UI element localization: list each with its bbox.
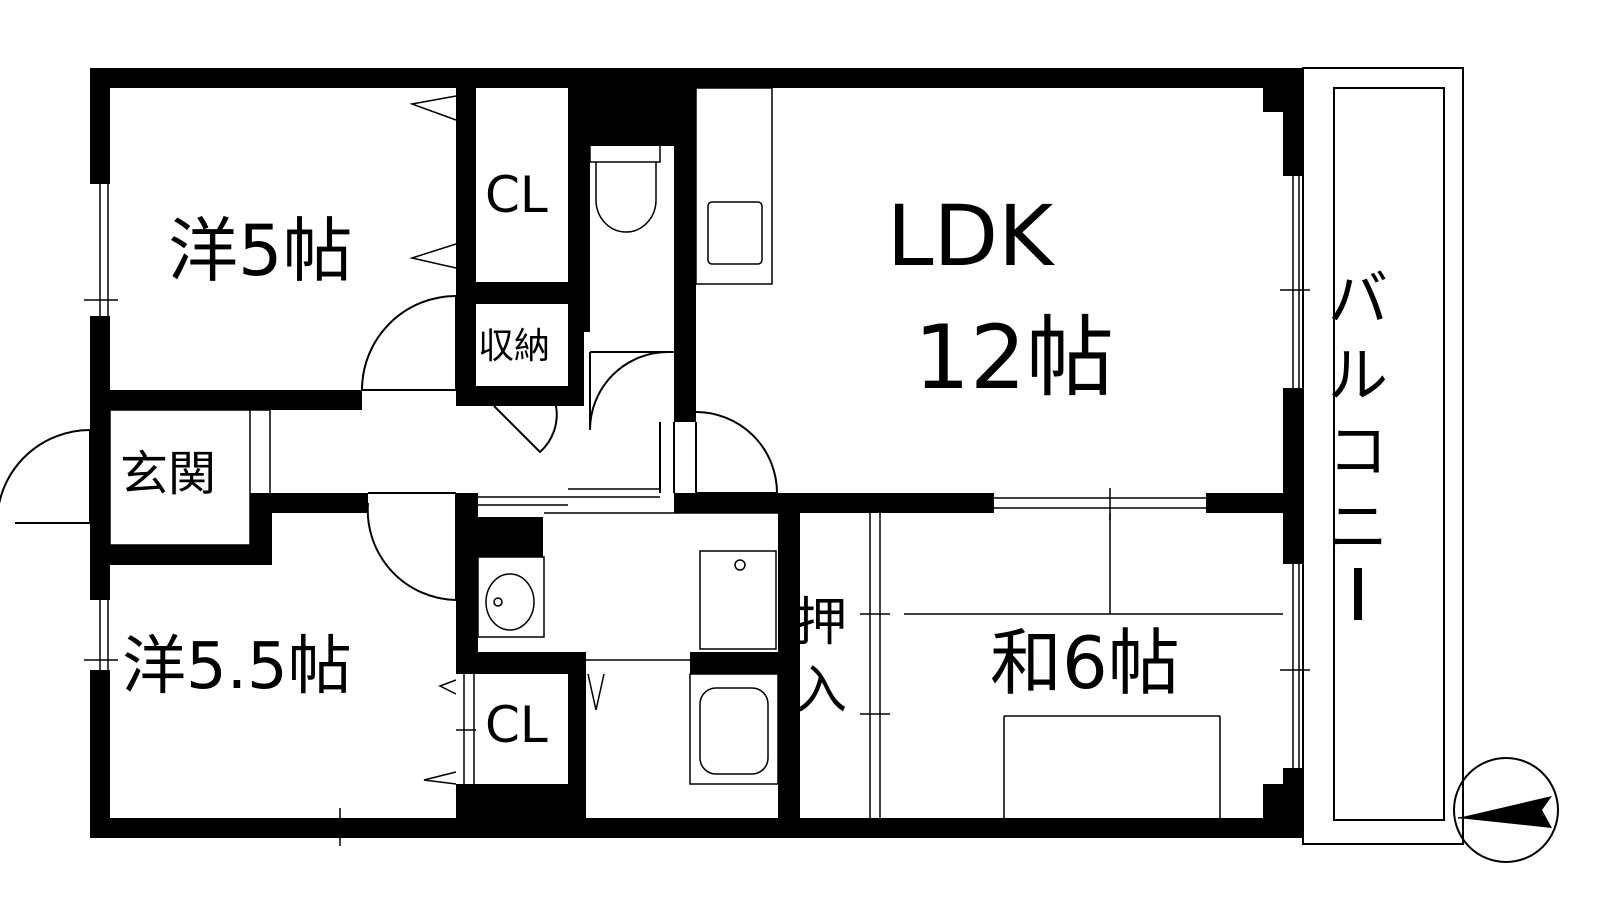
room-labels: 洋5帖 CL 収納 LDK 12帖 玄関 洋5.5帖 CL 押 入 和6帖	[120, 166, 1180, 754]
washing-machine-icon	[699, 550, 777, 650]
doors	[0, 295, 778, 711]
interior-walls	[90, 88, 1283, 818]
balcony-char-3: コ	[1328, 417, 1388, 487]
bathtub-icon	[689, 673, 779, 785]
balcony-char-5-mark	[1354, 568, 1362, 620]
balcony-char-4: ニ	[1328, 493, 1388, 563]
room-label-ldk-size: 12帖	[914, 306, 1114, 409]
toilet-icon	[589, 139, 661, 233]
fixtures	[109, 87, 1283, 818]
exterior-walls	[90, 68, 1303, 838]
room-label-oshiire-2: 入	[795, 661, 847, 721]
room-label-japanese-6: 和6帖	[990, 621, 1180, 705]
balcony-char-2: ル	[1328, 341, 1388, 411]
room-label-western-55: 洋5.5帖	[122, 630, 352, 704]
kitchen-sink-icon	[695, 87, 773, 285]
closets	[409, 88, 890, 818]
windows	[84, 176, 1310, 846]
balcony-char-1: バ	[1328, 265, 1388, 335]
room-label-ldk-name: LDK	[887, 187, 1055, 285]
wash-basin-icon	[477, 556, 545, 638]
room-label-western-5: 洋5帖	[168, 210, 353, 292]
north-arrow-icon	[1453, 757, 1559, 863]
balcony-label: バ ル コ ニ	[1328, 265, 1388, 620]
room-label-cl-bottom: CL	[485, 696, 548, 754]
room-label-entrance: 玄関	[120, 446, 216, 502]
room-label-storage: 収納	[478, 326, 550, 367]
room-label-oshiire-1: 押	[795, 593, 847, 653]
room-label-cl-top: CL	[485, 166, 548, 224]
